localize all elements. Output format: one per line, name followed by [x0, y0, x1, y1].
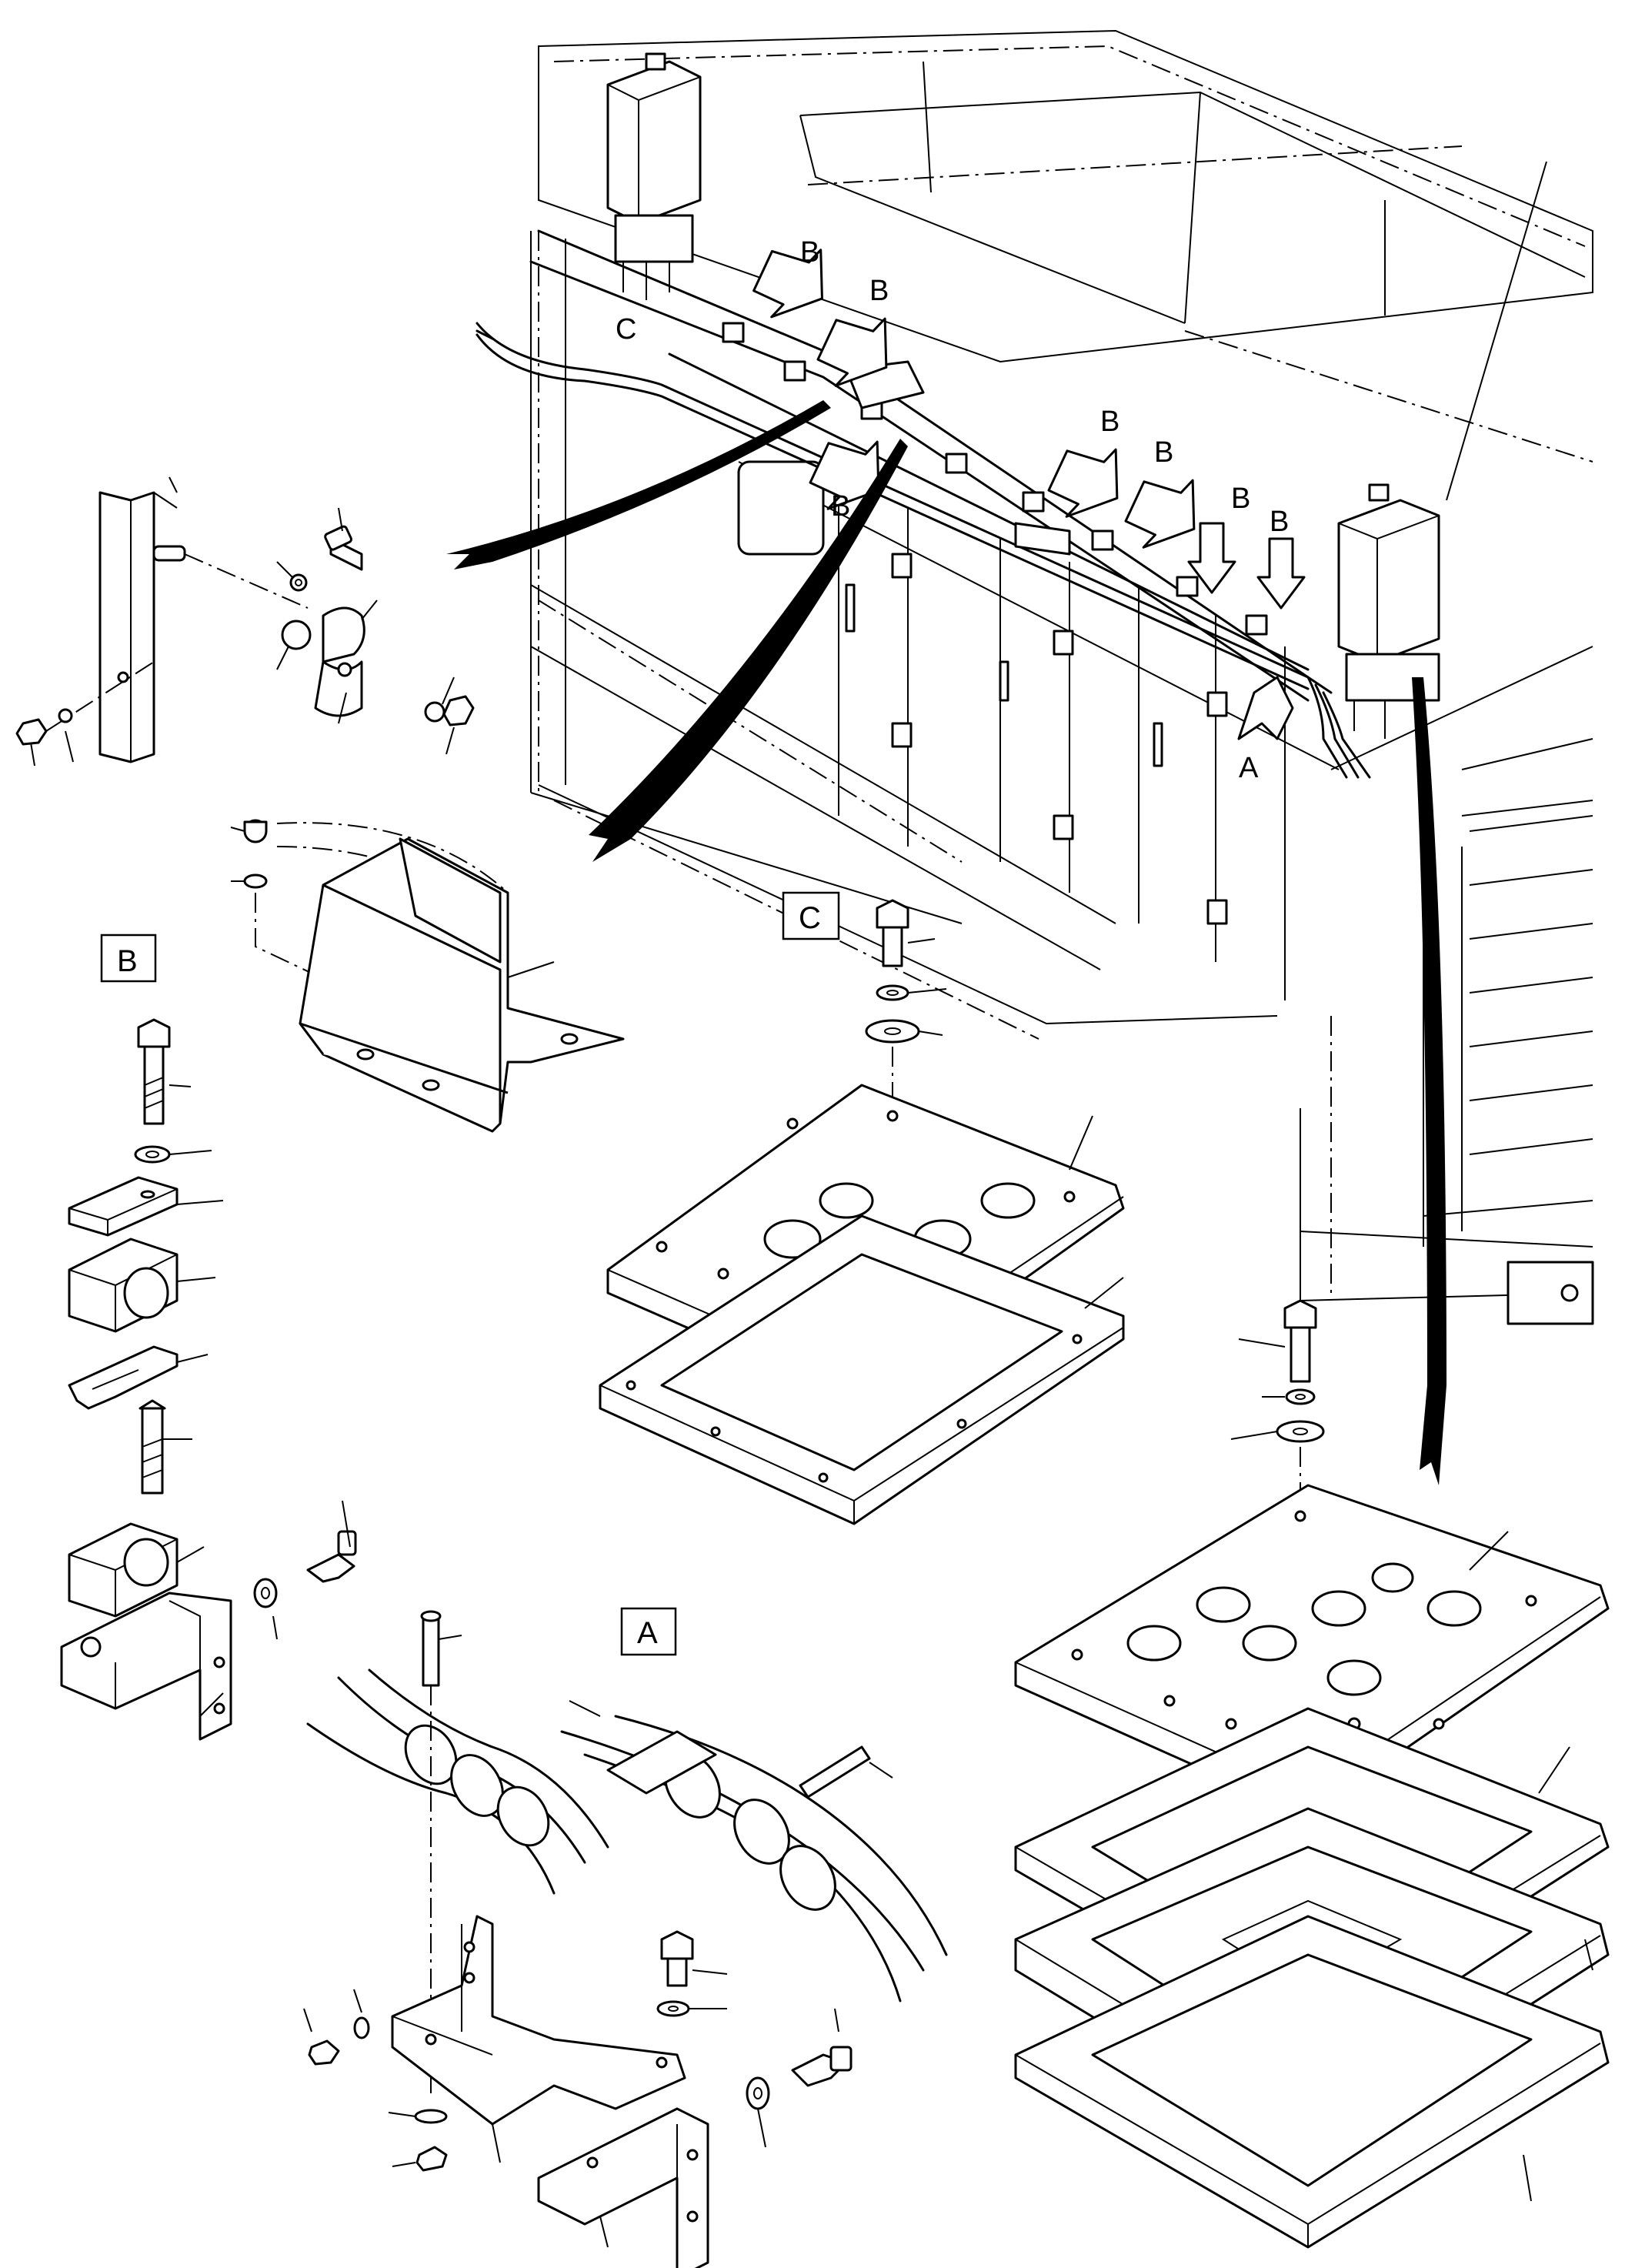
callout-arrows [752, 249, 1306, 740]
detail-clip-assembly [15, 476, 475, 767]
detail-a-label-box [620, 1607, 677, 1656]
callout-b-1: B [800, 236, 819, 269]
detail-c: C [599, 891, 1125, 1525]
detail-a-label: A [637, 1616, 658, 1650]
detail-c-label: C [799, 901, 821, 935]
callout-c: C [616, 313, 636, 346]
detail-a: A [303, 1607, 948, 2268]
detail-b-label-box [100, 934, 157, 983]
callout-labels: B B C B B B B B A [616, 236, 1289, 784]
callout-b-6: B [1231, 483, 1250, 515]
callout-b-5: B [831, 490, 850, 523]
callout-b-3: B [1100, 406, 1119, 438]
junction-box-right [1337, 483, 1440, 739]
vent-stack [1469, 815, 1593, 1155]
detail-b-label: B [117, 944, 138, 978]
machine-frame [529, 29, 1594, 1325]
junction-box-left [606, 52, 702, 300]
detail-c-label-box [782, 891, 840, 940]
callout-b-2: B [869, 275, 889, 307]
callout-b-7: B [1270, 506, 1289, 538]
callout-a: A [1239, 752, 1259, 784]
cable-harness [475, 322, 1371, 779]
detail-b: B [60, 934, 357, 1741]
reference-arrows [446, 161, 1547, 1485]
detail-cover [230, 819, 625, 1133]
callout-b-4: B [1154, 436, 1173, 469]
detail-plate-stack [1014, 1299, 1610, 2249]
